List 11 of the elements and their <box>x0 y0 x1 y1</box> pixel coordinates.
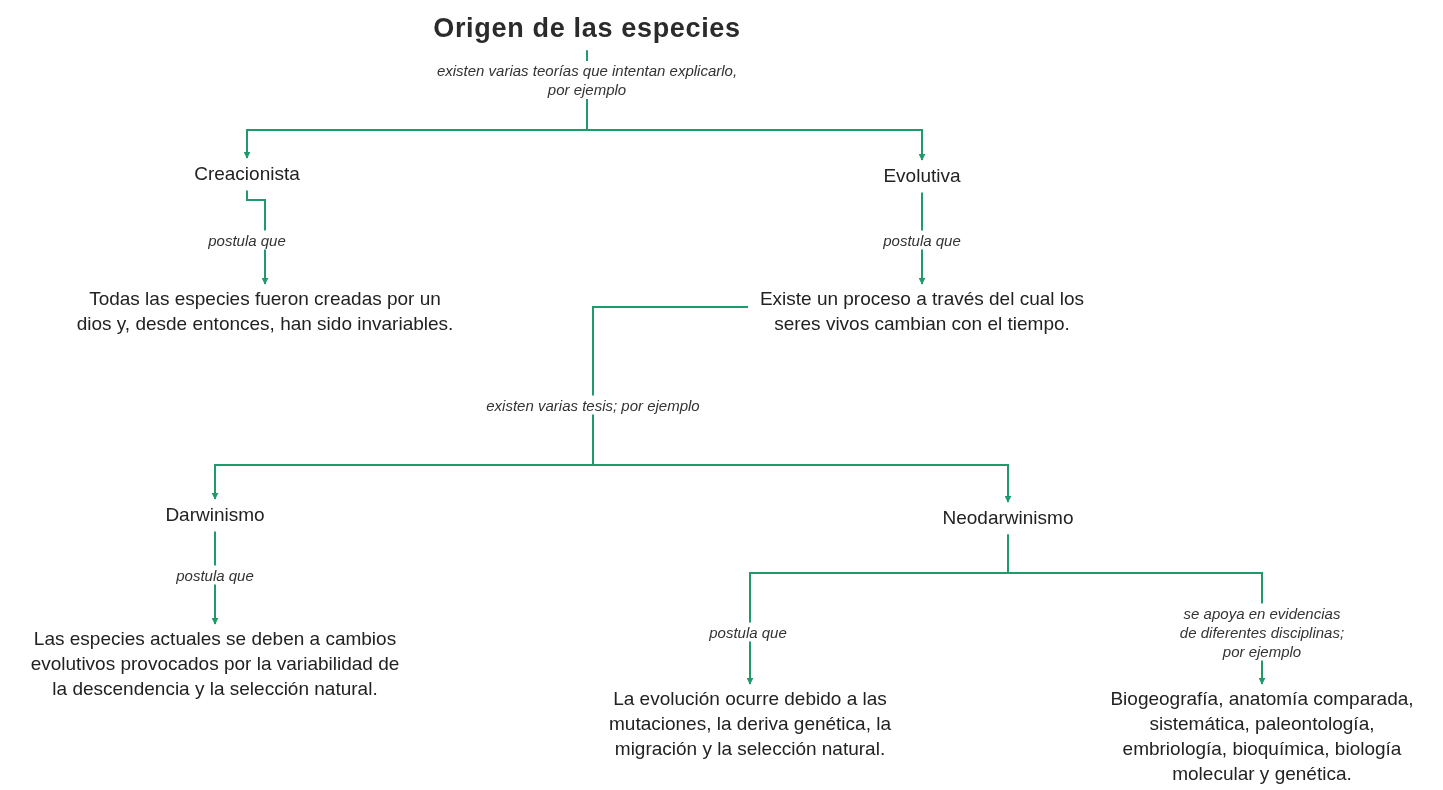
concept-text: Las especies actuales se deben a cambios evolutivos provocados por la variabilidad de la descendencia y la selección natural. <box>27 626 403 701</box>
concept-label: Creacionista <box>147 160 347 189</box>
concept-label: Neodarwinismo <box>903 504 1113 533</box>
concept-text: Existe un proceso a través del cual los seres vivos cambian con el tiempo. <box>752 286 1092 336</box>
concept-label: Evolutiva <box>842 162 1002 191</box>
concept-text: Todas las especies fueron creadas por un dios y, desde entonces, han sido invariables. <box>70 286 460 336</box>
diagram-title: Origen de las especies <box>352 8 822 49</box>
concept-text: La evolución ocurre debido a las mutaciones, la deriva genética, la migración y la selección natural. <box>580 686 920 761</box>
arrow <box>586 49 926 161</box>
concept-label: Darwinismo <box>125 501 305 530</box>
concept-text: Biogeografía, anatomía comparada, sistemática, paleontología, embriología, bioquímica, biología molecular y genética. <box>1097 686 1427 786</box>
